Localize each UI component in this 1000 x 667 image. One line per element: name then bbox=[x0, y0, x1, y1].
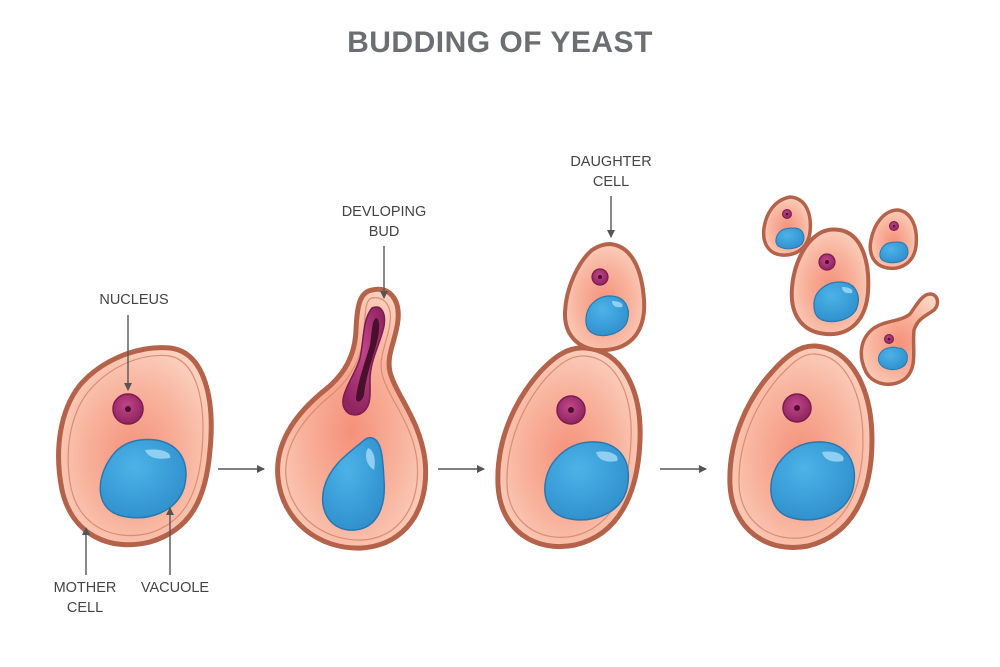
colony-bud-lower-right-nucleus bbox=[884, 334, 894, 344]
developing-bud-label-line2: BUD bbox=[369, 224, 400, 240]
elongating-nucleus bbox=[342, 306, 386, 416]
colony-bud-lower-right bbox=[859, 292, 940, 386]
vacuole-4 bbox=[770, 441, 856, 521]
nucleus-4 bbox=[782, 393, 812, 423]
colony-bud-top-left-vacuole bbox=[775, 227, 805, 250]
diagram-title: BUDDING OF YEAST bbox=[347, 26, 653, 59]
vacuole-3 bbox=[544, 441, 630, 521]
nucleus-3 bbox=[556, 395, 586, 425]
developing-bud-label-line1: DEVLOPING bbox=[342, 204, 427, 220]
teardrop-vacuole bbox=[321, 436, 386, 531]
nucleus-label: NUCLEUS bbox=[99, 292, 168, 308]
vacuole-label: VACUOLE bbox=[141, 580, 210, 596]
stage-3-daughter-cell bbox=[495, 241, 647, 549]
mother-cell-label-line1: MOTHER bbox=[54, 580, 117, 596]
nucleus bbox=[112, 393, 144, 425]
stage-2-developing-bud bbox=[275, 286, 429, 551]
vacuole bbox=[99, 438, 187, 519]
stage-4-colony bbox=[727, 195, 940, 550]
colony-bud-top-left-nucleus bbox=[782, 209, 792, 219]
budding-cell-membrane bbox=[275, 286, 429, 551]
stage-1-mother-cell bbox=[56, 345, 214, 548]
daughter-cell-label-line1: DAUGHTER bbox=[570, 154, 651, 170]
mother-cell-label-line2: CELL bbox=[67, 600, 103, 616]
daughter-vacuole bbox=[585, 295, 629, 337]
daughter-nucleus bbox=[591, 268, 609, 286]
colony-bud-lower-right-vacuole bbox=[877, 346, 908, 371]
colony-daughter-large-vacuole bbox=[813, 281, 859, 323]
daughter-cell-label-line2: CELL bbox=[593, 174, 629, 190]
colony-daughter-large-nucleus bbox=[818, 253, 836, 271]
colony-bud-right-nucleus bbox=[889, 221, 899, 231]
colony-bud-right-vacuole bbox=[879, 241, 909, 264]
